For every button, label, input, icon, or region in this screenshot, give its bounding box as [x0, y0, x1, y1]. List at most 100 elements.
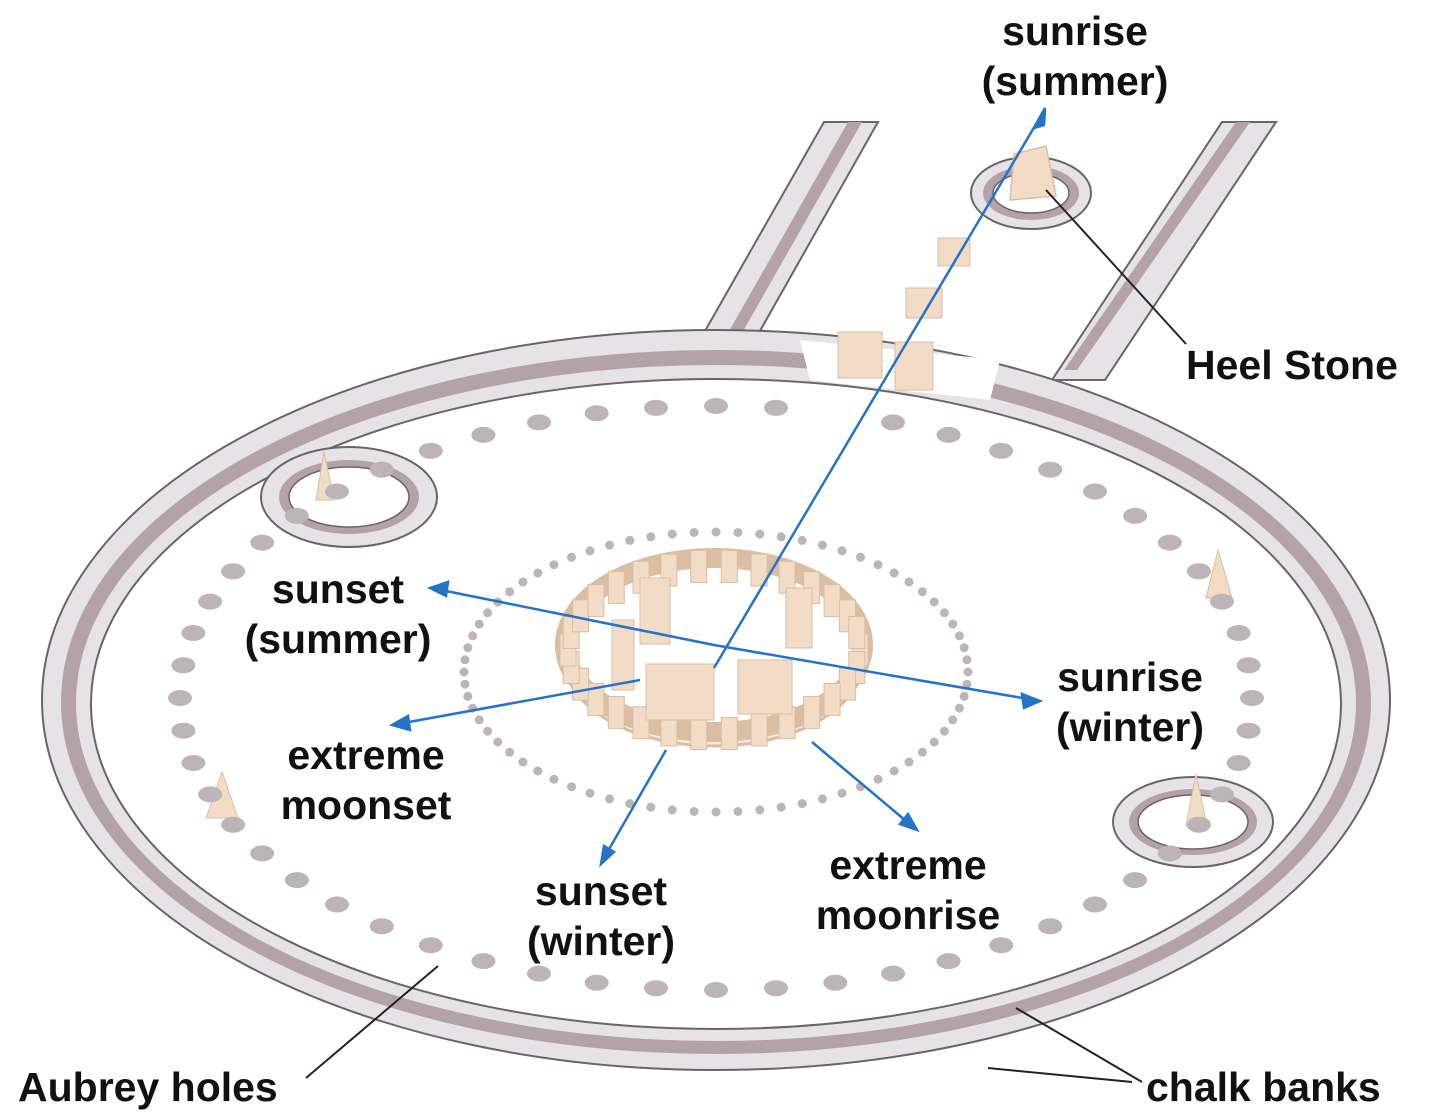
inner-hole	[960, 643, 969, 652]
inner-hole	[519, 578, 528, 587]
inner-hole	[798, 536, 807, 545]
sarsen-stone	[721, 718, 737, 750]
aubrey-hole	[1237, 657, 1261, 673]
aubrey-hole	[881, 414, 905, 430]
sarsen-stone	[849, 617, 865, 649]
aubrey-hole	[764, 400, 788, 416]
sarsen-stone	[824, 585, 840, 617]
inner-hole	[493, 738, 502, 747]
sarsen-stone	[839, 668, 855, 700]
sarsen-stone	[691, 718, 707, 750]
label-sunrise-summer-line2: (summer)	[950, 56, 1200, 106]
aubrey-hole	[1227, 755, 1251, 771]
inner-hole	[838, 789, 847, 798]
label-extreme-moonset: extreme moonset	[256, 730, 476, 830]
inner-hole	[955, 704, 964, 713]
aubrey-hole	[181, 755, 205, 771]
inner-hole	[550, 775, 559, 784]
inner-hole	[948, 715, 957, 724]
aubrey-hole	[704, 982, 728, 998]
inner-hole	[905, 758, 914, 767]
inner-hole	[586, 789, 595, 798]
label-sunset-winter-line1: sunset	[486, 866, 716, 916]
sarsen-stone	[608, 572, 624, 604]
inner-hole	[505, 587, 514, 596]
sarsen-stone	[588, 585, 604, 617]
aubrey-hole	[1123, 872, 1147, 888]
inner-hole	[818, 794, 827, 803]
inner-hole	[605, 541, 614, 550]
label-chalk-banks: chalk banks	[1146, 1062, 1381, 1112]
aubrey-hole	[937, 953, 961, 969]
inner-hole	[963, 655, 972, 664]
sarsen-stone	[751, 714, 767, 746]
label-sunset-winter-line2: (winter)	[486, 916, 716, 966]
heel-stone	[971, 146, 1091, 229]
aubrey-hole	[1158, 845, 1182, 861]
inner-hole	[567, 553, 576, 562]
inner-hole	[533, 767, 542, 776]
aubrey-hole	[704, 398, 728, 414]
inner-hole	[475, 715, 484, 724]
inner-hole	[533, 569, 542, 578]
aubrey-hole	[198, 786, 222, 802]
aubrey-hole	[823, 975, 847, 991]
label-aubrey-holes-text: Aubrey holes	[18, 1062, 278, 1112]
aubrey-hole	[285, 872, 309, 888]
label-sunset-summer: sunset (summer)	[218, 564, 458, 664]
inner-hole	[930, 598, 939, 607]
inner-hole	[777, 532, 786, 541]
aubrey-hole	[1240, 690, 1264, 706]
label-heel-stone: Heel Stone	[1186, 340, 1398, 390]
inner-hole	[890, 569, 899, 578]
aubrey-hole	[221, 817, 245, 833]
inner-hole	[755, 805, 764, 814]
inner-hole	[734, 807, 743, 816]
inner-hole	[605, 794, 614, 803]
aubrey-hole	[171, 723, 195, 739]
aubrey-hole	[419, 443, 443, 459]
inner-hole	[468, 631, 477, 640]
aubrey-hole	[527, 966, 551, 982]
aubrey-hole	[1227, 625, 1251, 641]
label-sunrise-summer-line1: sunrise	[950, 6, 1200, 56]
aubrey-hole	[1210, 786, 1234, 802]
aubrey-hole	[989, 443, 1013, 459]
inner-hole	[567, 782, 576, 791]
aubrey-hole	[471, 427, 495, 443]
inner-hole	[856, 553, 865, 562]
label-sunrise-summer: sunrise (summer)	[950, 6, 1200, 106]
inner-hole	[475, 620, 484, 629]
aubrey-hole	[1038, 918, 1062, 934]
aubrey-hole	[764, 980, 788, 996]
aubrey-hole	[250, 845, 274, 861]
label-sunrise-winter-line1: sunrise	[1030, 652, 1230, 702]
aubrey-hole	[181, 625, 205, 641]
inner-hole	[646, 532, 655, 541]
inner-hole	[874, 775, 883, 784]
inner-hole	[668, 805, 677, 814]
aubrey-hole	[1083, 897, 1107, 913]
aubrey-hole	[644, 980, 668, 996]
aubrey-hole	[285, 508, 309, 524]
aubrey-hole	[1083, 484, 1107, 500]
aubrey-hole	[937, 427, 961, 443]
sarsen-circle	[560, 551, 868, 750]
label-extreme-moonrise-line2: moonrise	[790, 890, 1026, 940]
inner-hole	[964, 668, 973, 677]
inner-hole	[460, 668, 469, 677]
label-aubrey-holes: Aubrey holes	[18, 1062, 278, 1112]
inner-hole	[930, 738, 939, 747]
label-sunrise-winter-line2: (winter)	[1030, 702, 1230, 752]
aubrey-hole	[250, 535, 274, 551]
inner-hole	[712, 528, 721, 537]
aubrey-hole	[1158, 535, 1182, 551]
inner-hole	[712, 808, 721, 817]
inner-hole	[955, 631, 964, 640]
aubrey-hole	[1187, 563, 1211, 579]
inner-hole	[734, 528, 743, 537]
aubrey-hole	[1237, 723, 1261, 739]
inner-hole	[960, 692, 969, 701]
aubrey-hole	[171, 657, 195, 673]
inner-hole	[461, 680, 470, 689]
